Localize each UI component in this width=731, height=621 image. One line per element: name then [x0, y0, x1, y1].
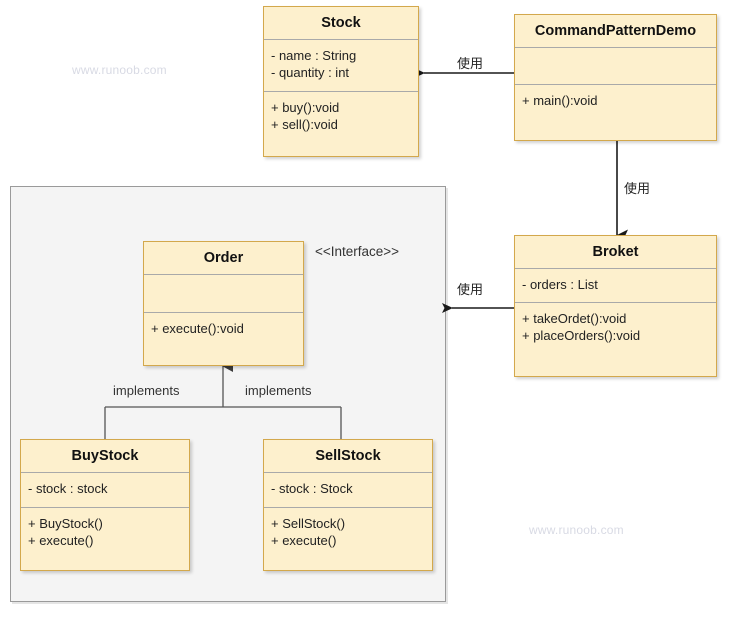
class-box-buy-stock[interactable]: BuyStock - stock : stock + BuyStock() + … [20, 439, 190, 571]
class-methods-broket: + takeOrdet():void + placeOrders():void [515, 303, 716, 351]
class-attributes-sell-stock: - stock : Stock [264, 473, 432, 508]
stereotype-label-interface: <<Interface>> [315, 244, 400, 259]
attribute-row: - stock : stock [28, 480, 108, 496]
method-row: + SellStock() [271, 515, 346, 531]
class-attributes-command-pattern-demo [515, 48, 716, 85]
method-row: + takeOrdet():void [522, 310, 627, 326]
attribute-row: - quantity : int [271, 64, 350, 80]
class-attributes-stock: - name : String - quantity : int [264, 40, 418, 92]
method-row: + sell():void [271, 116, 338, 132]
method-row: + main():void [522, 92, 598, 108]
method-row: + execute() [271, 532, 337, 548]
class-name-stock: Stock [264, 7, 418, 40]
class-name-order: Order [144, 242, 303, 275]
edge-label-buystock-implements: implements [113, 383, 180, 398]
attribute-row: - name : String [271, 47, 357, 63]
class-name-sell-stock: SellStock [264, 440, 432, 473]
watermark-bottom-right: www.runoob.com [529, 523, 624, 537]
attribute-row: - orders : List [522, 276, 598, 292]
class-methods-stock: + buy():void + sell():void [264, 92, 418, 140]
class-methods-order: + execute():void [144, 313, 303, 344]
method-row: + execute() [28, 532, 94, 548]
class-name-broket: Broket [515, 236, 716, 269]
edge-label-sellstock-implements: implements [245, 383, 312, 398]
watermark-top-left: www.runoob.com [72, 63, 167, 77]
class-box-command-pattern-demo[interactable]: CommandPatternDemo + main():void [514, 14, 717, 141]
class-methods-command-pattern-demo: + main():void [515, 85, 716, 116]
class-methods-buy-stock: + BuyStock() + execute() [21, 508, 189, 556]
class-attributes-broket: - orders : List [515, 269, 716, 303]
method-row: + execute():void [151, 320, 244, 336]
method-row: + placeOrders():void [522, 327, 641, 343]
edge-label-broket-uses-order: 使用 [457, 282, 484, 297]
class-box-order[interactable]: Order + execute():void [143, 241, 304, 366]
method-row: + BuyStock() [28, 515, 103, 531]
class-box-stock[interactable]: Stock - name : String - quantity : int +… [263, 6, 419, 157]
edge-label-demo-uses-broket: 使用 [624, 181, 651, 196]
edge-label-demo-uses-stock: 使用 [457, 56, 484, 71]
attribute-row: - stock : Stock [271, 480, 353, 496]
class-box-broket[interactable]: Broket - orders : List + takeOrdet():voi… [514, 235, 717, 377]
class-methods-sell-stock: + SellStock() + execute() [264, 508, 432, 556]
method-row: + buy():void [271, 99, 340, 115]
class-box-sell-stock[interactable]: SellStock - stock : Stock + SellStock() … [263, 439, 433, 571]
class-name-command-pattern-demo: CommandPatternDemo [515, 15, 716, 48]
class-attributes-buy-stock: - stock : stock [21, 473, 189, 508]
class-attributes-order [144, 275, 303, 313]
class-name-buy-stock: BuyStock [21, 440, 189, 473]
